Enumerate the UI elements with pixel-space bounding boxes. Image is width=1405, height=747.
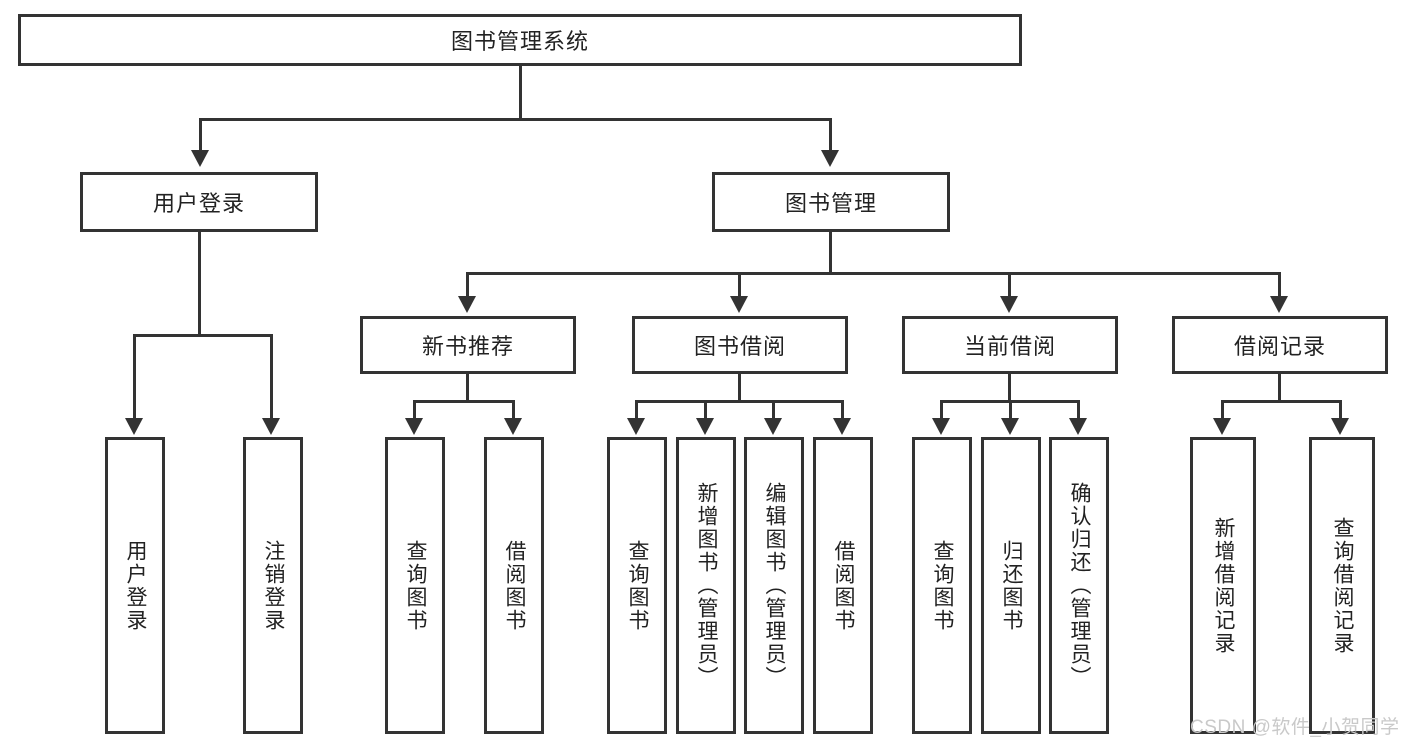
arrowhead-book-borrow-to-leaf-2 (696, 418, 714, 435)
leaf-query-books-borrow-label: 查询图书 (626, 539, 650, 632)
connector-current-borrow-to-leaf-2 (1009, 400, 1012, 420)
connector-root-bus (199, 118, 831, 121)
connector-current-borrow-to-leaf-3 (1077, 400, 1080, 420)
leaf-logout[interactable]: 注销登录 (243, 437, 303, 734)
connector-borrow-records-bus (1221, 400, 1341, 403)
leaf-borrow-books-recommend[interactable]: 借阅图书 (484, 437, 544, 734)
connector-new-book-to-leaf-2 (512, 400, 515, 420)
arrowhead-book-mgmt-to-current (1000, 296, 1018, 313)
arrowhead-current-borrow-to-leaf-3 (1069, 418, 1087, 435)
arrowhead-current-borrow-to-leaf-1 (932, 418, 950, 435)
node-root[interactable]: 图书管理系统 (18, 14, 1022, 66)
leaf-borrow-books[interactable]: 借阅图书 (813, 437, 873, 734)
connector-book-borrow-to-leaf-1 (635, 400, 638, 420)
arrowhead-new-book-to-leaf-1 (405, 418, 423, 435)
arrowhead-user-login-to-leaf-1 (125, 418, 143, 435)
leaf-add-borrow-record-label: 新增借阅记录 (1212, 516, 1236, 655)
node-new-book-recommend-label: 新书推荐 (421, 334, 514, 359)
node-new-book-recommend[interactable]: 新书推荐 (360, 316, 576, 374)
connector-book-mgmt-bus (466, 272, 1280, 275)
arrowhead-book-mgmt-to-new-books (458, 296, 476, 313)
connector-book-borrow-to-leaf-2 (704, 400, 707, 420)
leaf-query-books-recommend-label: 查询图书 (404, 539, 428, 632)
arrowhead-root-to-user-login (191, 150, 209, 167)
leaf-edit-book-admin-label: 编辑图书（管理员） (763, 482, 787, 689)
connector-new-book-bus (413, 400, 515, 403)
connector-book-borrow-stem (738, 374, 741, 402)
connector-borrow-records-to-leaf-2 (1339, 400, 1342, 420)
arrowhead-book-borrow-to-leaf-4 (833, 418, 851, 435)
node-user-login[interactable]: 用户登录 (80, 172, 318, 232)
connector-book-mgmt-to-new-books (466, 272, 469, 298)
connector-user-login-stem (198, 232, 201, 336)
node-book-borrow-label: 图书借阅 (693, 334, 786, 359)
arrowhead-current-borrow-to-leaf-2 (1001, 418, 1019, 435)
leaf-user-login[interactable]: 用户登录 (105, 437, 165, 734)
connector-book-borrow-bus (635, 400, 843, 403)
connector-current-borrow-stem (1008, 374, 1011, 402)
leaf-borrow-books-label: 借阅图书 (832, 539, 856, 632)
arrowhead-borrow-records-to-leaf-2 (1331, 418, 1349, 435)
node-root-label: 图书管理系统 (450, 29, 589, 54)
leaf-query-books-borrow[interactable]: 查询图书 (607, 437, 667, 734)
connector-root-to-user-login (199, 118, 202, 153)
connector-user-login-to-leaf-1 (133, 334, 136, 420)
arrowhead-book-mgmt-to-records (1270, 296, 1288, 313)
connector-user-login-bus (133, 334, 273, 337)
connector-user-login-to-leaf-2 (270, 334, 273, 420)
connector-book-mgmt-to-records (1278, 272, 1281, 298)
leaf-query-books-recommend[interactable]: 查询图书 (385, 437, 445, 734)
node-book-management[interactable]: 图书管理 (712, 172, 950, 232)
node-borrow-records[interactable]: 借阅记录 (1172, 316, 1388, 374)
leaf-edit-book-admin[interactable]: 编辑图书（管理员） (744, 437, 804, 734)
node-current-borrow-label: 当前借阅 (963, 334, 1056, 359)
connector-root-stem (519, 66, 522, 118)
leaf-add-book-admin[interactable]: 新增图书（管理员） (676, 437, 736, 734)
leaf-query-books-current[interactable]: 查询图书 (912, 437, 972, 734)
connector-borrow-records-stem (1278, 374, 1281, 402)
arrowhead-borrow-records-to-leaf-1 (1213, 418, 1231, 435)
arrowhead-root-to-book-mgmt (821, 150, 839, 167)
connector-new-book-stem (466, 374, 469, 402)
node-borrow-records-label: 借阅记录 (1233, 334, 1326, 359)
node-book-borrow[interactable]: 图书借阅 (632, 316, 848, 374)
leaf-add-borrow-record[interactable]: 新增借阅记录 (1190, 437, 1256, 734)
leaf-return-books[interactable]: 归还图书 (981, 437, 1041, 734)
leaf-logout-label: 注销登录 (262, 539, 286, 632)
leaf-add-book-admin-label: 新增图书（管理员） (695, 482, 719, 689)
node-book-management-label: 图书管理 (784, 191, 877, 216)
arrowhead-book-mgmt-to-borrow (730, 296, 748, 313)
connector-new-book-to-leaf-1 (413, 400, 416, 420)
node-user-login-label: 用户登录 (152, 191, 245, 216)
leaf-return-books-label: 归还图书 (1000, 539, 1024, 632)
arrowhead-book-borrow-to-leaf-1 (627, 418, 645, 435)
arrowhead-user-login-to-leaf-2 (262, 418, 280, 435)
connector-root-to-book-mgmt (829, 118, 832, 153)
connector-book-mgmt-to-current (1008, 272, 1011, 298)
leaf-user-login-label: 用户登录 (124, 539, 148, 632)
node-current-borrow[interactable]: 当前借阅 (902, 316, 1118, 374)
connector-current-borrow-to-leaf-1 (940, 400, 943, 420)
arrowhead-new-book-to-leaf-2 (504, 418, 522, 435)
leaf-borrow-books-recommend-label: 借阅图书 (503, 539, 527, 632)
arrowhead-book-borrow-to-leaf-3 (764, 418, 782, 435)
leaf-query-books-current-label: 查询图书 (931, 539, 955, 632)
leaf-query-borrow-record-label: 查询借阅记录 (1331, 516, 1355, 655)
leaf-query-borrow-record[interactable]: 查询借阅记录 (1309, 437, 1375, 734)
connector-borrow-records-to-leaf-1 (1221, 400, 1224, 420)
connector-book-borrow-to-leaf-3 (772, 400, 775, 420)
connector-book-borrow-to-leaf-4 (841, 400, 844, 420)
connector-book-mgmt-stem (829, 232, 832, 274)
connector-book-mgmt-to-borrow (738, 272, 741, 298)
leaf-confirm-return-admin-label: 确认归还（管理员） (1068, 482, 1092, 689)
leaf-confirm-return-admin[interactable]: 确认归还（管理员） (1049, 437, 1109, 734)
